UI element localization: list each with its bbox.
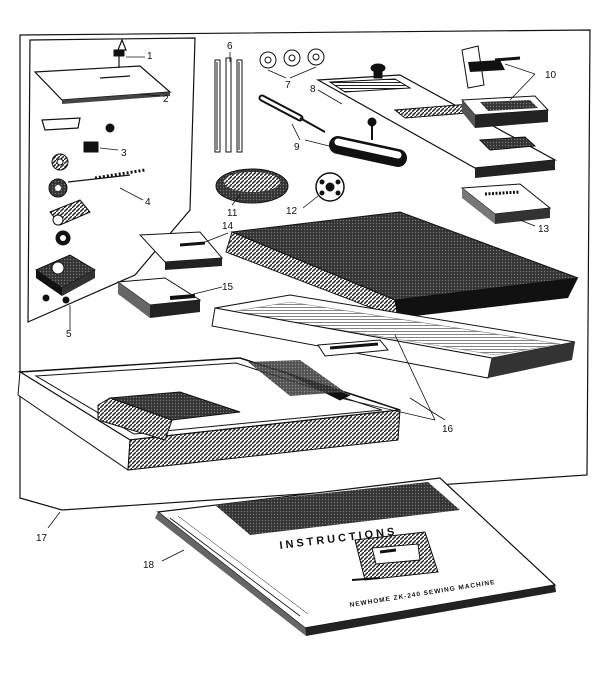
callout-9: 9 [294,142,300,153]
part-brush [215,168,289,204]
callout-5: 5 [66,329,72,340]
part-lid [225,211,579,319]
callout-13: 13 [538,224,550,235]
callout-17: 17 [36,533,48,544]
callout-1: 1 [147,51,153,62]
part-long-plate [315,63,557,178]
callout-14: 14 [222,221,234,232]
part-base-tray [17,357,401,471]
part-bobbin [315,172,345,202]
callout-12: 12 [286,206,298,217]
instruction-manual [155,477,557,636]
callout-11: 11 [227,208,238,219]
part-case [116,277,202,318]
callout-4: 4 [145,197,151,208]
part-upper-tray [211,294,576,379]
part-screwdriver [258,94,407,167]
callout-3: 3 [121,148,127,159]
callout-8: 8 [310,84,316,95]
part-shuttle [41,117,115,171]
callout-16: 16 [442,424,454,435]
callout-15: 15 [222,282,234,293]
part-tray [138,231,224,270]
callout-2: 2 [163,94,169,105]
part-screw [113,38,127,68]
part-plate [33,65,172,104]
part-base [34,254,97,304]
part-gear-arm [48,168,146,246]
part-small-box [460,183,552,224]
callout-18: 18 [143,560,155,571]
leader-lines [47,52,536,562]
callout-7: 7 [285,80,291,91]
part-rods [214,57,243,153]
callout-6: 6 [227,41,233,52]
part-foot-box [460,45,550,128]
part-washers [259,48,325,69]
callout-10: 10 [545,70,557,81]
